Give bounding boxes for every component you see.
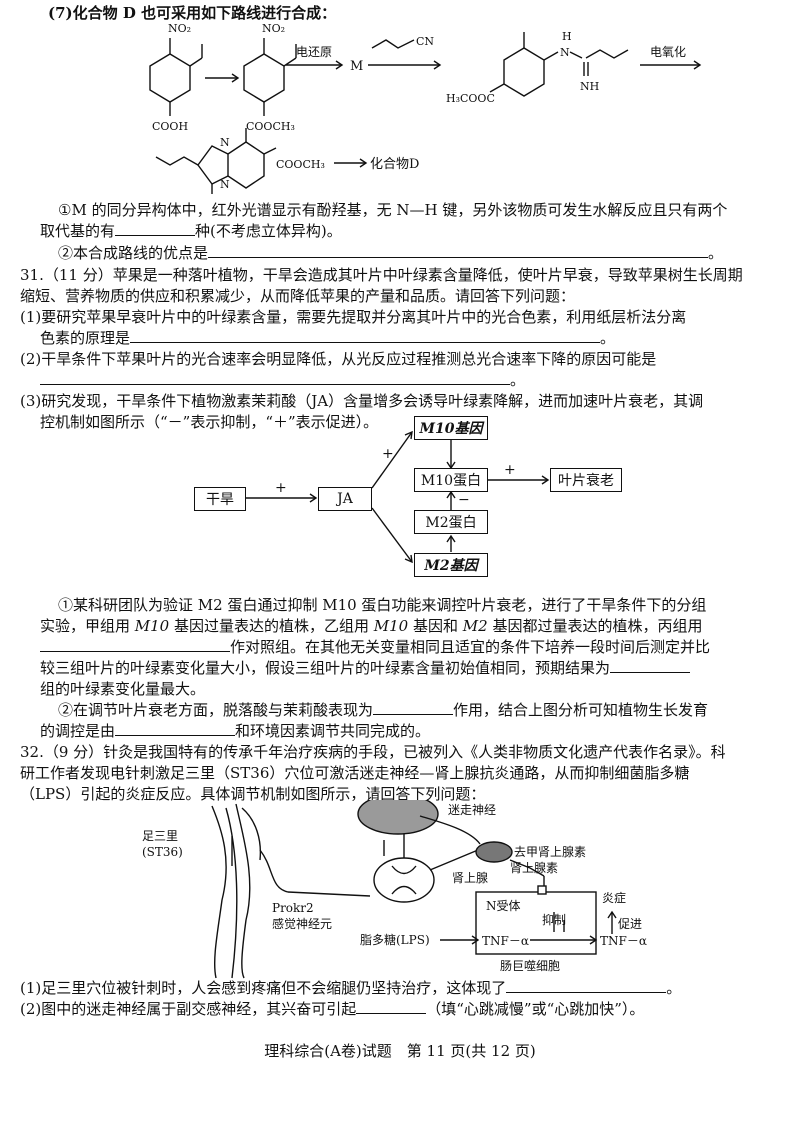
adrenal-gland — [475, 841, 513, 863]
q31-sub2-line1: ②在调节叶片衰老方面，脱落酸与茉莉酸表现为作用，结合上图分析可知植物生长发育 — [58, 700, 709, 719]
svg-text:抑制: 抑制 — [542, 912, 566, 927]
spinal-cord — [373, 857, 435, 903]
q31-sub1-line5: 组的叶绿素变化量最大。 — [40, 680, 206, 698]
acupuncture-pathway-diagram: 足三里 (ST36) Prokr2 感觉神经元 迷走神经 去甲肾上腺素 肾上腺素… — [142, 800, 647, 979]
leg-outline — [211, 803, 251, 979]
page-footer: 理科综合(A卷)试题 第 11 页(共 12 页) — [264, 1042, 536, 1060]
node-ja: JA — [318, 487, 372, 511]
q32-stem-line1: 32.（9 分）针灸是我国特有的传承千年治疗疾病的手段，已被列入《人类非物质文化… — [20, 743, 726, 761]
answer-blank[interactable] — [115, 221, 196, 236]
q31-part1-line1: (1)要研究苹果早衰叶片中的叶绿素含量，需要先提取并分离其叶片中的光合色素，利用… — [20, 308, 687, 326]
node-m10-protein: M10蛋白 — [414, 468, 488, 492]
q30-7-sub2: ②本合成路线的优点是。 — [58, 243, 724, 262]
svg-text:N受体: N受体 — [486, 899, 521, 913]
svg-text:H₃COOC: H₃COOC — [446, 92, 495, 105]
svg-text:+: + — [504, 462, 516, 478]
q31-sub1-line1: ①某科研团队为验证 M2 蛋白通过抑制 M10 蛋白功能来调控叶片衰老，进行了干… — [58, 596, 707, 614]
svg-text:H: H — [208, 196, 218, 198]
svg-text:COOCH₃: COOCH₃ — [276, 158, 325, 171]
q31-stem-line1: 31.（11 分）苹果是一种落叶植物，干旱会造成其叶片中叶绿素含量降低，使叶片早… — [20, 266, 743, 284]
q31-sub2-line2: 的调控是由和环境因素调节共同完成的。 — [40, 721, 431, 740]
benzene-ring-2 — [243, 53, 285, 103]
q31-part3-line1: (3)研究发现，干旱条件下植物激素茉莉酸（JA）含量增多会诱导叶绿素降解，进而加… — [20, 392, 704, 410]
svg-text:+: + — [275, 480, 287, 496]
svg-text:COOCH₃: COOCH₃ — [246, 120, 295, 133]
node-m10-gene: M10基因 — [414, 416, 488, 440]
svg-text:脂多糖(LPS): 脂多糖(LPS) — [360, 932, 430, 947]
svg-text:N: N — [220, 136, 230, 149]
svg-text:N: N — [560, 46, 570, 59]
svg-text:TNF－α: TNF－α — [600, 934, 647, 948]
q31-sub1-line3: 作对照组。在其他无关变量相同且适宜的条件下培养一段时间后测定并比 — [40, 637, 780, 657]
q32-part2: (2)图中的迷走神经属于副交感神经，其兴奋可引起（填“心跳减慢”或“心跳加快”）… — [20, 999, 645, 1018]
q31-sub1-line2: 实验，甲组用 M10 基因过量表达的植株，乙组用 M10 基因和 M2 基因都过… — [40, 617, 703, 635]
svg-text:−: − — [458, 492, 470, 508]
answer-blank[interactable] — [208, 243, 709, 258]
q30-7-heading: (7)化合物 D 也可采用如下路线进行合成： — [48, 4, 337, 22]
q31-part1-line2: 色素的原理是。 — [40, 328, 616, 347]
answer-blank[interactable] — [506, 978, 667, 993]
svg-text:电氧化: 电氧化 — [650, 45, 686, 59]
q31-part3-line2: 控机制如图所示（“－”表示抑制，“＋”表示促进）。 — [40, 413, 379, 431]
svg-text:炎症: 炎症 — [602, 890, 626, 905]
svg-text:+: + — [382, 446, 394, 462]
svg-text:TNF－α: TNF－α — [482, 934, 529, 948]
brain — [357, 800, 439, 835]
svg-text:N: N — [220, 178, 230, 191]
svg-text:M: M — [350, 59, 363, 74]
svg-text:感觉神经元: 感觉神经元 — [272, 916, 332, 931]
ja-regulation-arrows: + + + − — [246, 430, 550, 564]
q30-7-sub1-line2: 取代基的有种(不考虑立体异构)。 — [40, 221, 342, 240]
svg-text:足三里: 足三里 — [142, 829, 178, 843]
svg-text:NO₂: NO₂ — [168, 22, 191, 35]
svg-text:(ST36): (ST36) — [142, 845, 183, 859]
svg-text:H: H — [562, 30, 572, 43]
svg-text:促进: 促进 — [618, 917, 642, 931]
node-m2-gene: M2基因 — [414, 553, 488, 577]
svg-text:肾上腺: 肾上腺 — [452, 871, 488, 885]
answer-blank[interactable] — [130, 328, 601, 343]
benzimidazole-ring — [227, 141, 265, 189]
answer-blank[interactable] — [115, 721, 236, 736]
q32-part1: (1)足三里穴位被针刺时，人会感到疼痛但不会缩腿仍坚持治疗，这体现了。 — [20, 978, 682, 997]
synthesis-route-diagram: NO₂ NO₂ COOH COOCH₃ 电还原 M CN H₃COOC H N … — [149, 22, 702, 198]
node-leaf-senescence: 叶片衰老 — [550, 468, 622, 492]
svg-text:Prokr2: Prokr2 — [272, 901, 314, 915]
answer-blank[interactable] — [40, 637, 230, 652]
macrophage-box — [475, 891, 597, 955]
q31-part2-line2: 。 — [40, 370, 780, 390]
node-drought: 干旱 — [194, 487, 246, 511]
svg-text:电还原: 电还原 — [296, 45, 332, 59]
svg-text:迷走神经: 迷走神经 — [448, 803, 496, 817]
svg-text:NO₂: NO₂ — [262, 22, 285, 35]
benzene-ring-1 — [149, 53, 191, 103]
svg-text:CN: CN — [416, 35, 434, 48]
svg-text:肾上腺素: 肾上腺素 — [510, 861, 558, 875]
answer-blank[interactable] — [356, 999, 427, 1014]
q32-stem-line2: 研工作者发现电针刺激足三里（ST36）穴位可激活迷走神经—肾上腺抗炎通路，从而抑… — [20, 764, 690, 782]
answer-blank[interactable] — [373, 700, 454, 715]
svg-text:NH: NH — [580, 80, 599, 93]
benzene-ring-3 — [503, 47, 545, 97]
svg-text:肠巨噬细胞: 肠巨噬细胞 — [500, 958, 560, 973]
q30-7-sub1-line1: ①M 的同分异构体中，红外光谱显示有酚羟基，无 N—H 键，另外该物质可发生水解… — [58, 201, 728, 219]
q32-stem-line3: （LPS）引起的炎症反应。具体调节机制如图所示，请回答下列问题： — [20, 785, 486, 803]
answer-blank[interactable] — [40, 370, 510, 385]
svg-text:COOH: COOH — [152, 120, 188, 133]
svg-text:去甲肾上腺素: 去甲肾上腺素 — [514, 845, 586, 859]
q31-stem-line2: 缩短、营养物质的供应和积累减少，从而降低苹果的产量和品质。请回答下列问题： — [20, 287, 576, 305]
answer-blank[interactable] — [610, 658, 691, 673]
node-m2-protein: M2蛋白 — [414, 510, 488, 534]
q31-sub1-line4: 较三组叶片的叶绿素变化量大小，假设三组叶片的叶绿素含量初始值相同，预期结果为 — [40, 658, 780, 678]
svg-text:化合物D: 化合物D — [370, 157, 419, 172]
q31-part2-line1: (2)干旱条件下苹果叶片的光合速率会明显降低，从光反应过程推测总光合速率下降的原… — [20, 350, 657, 368]
